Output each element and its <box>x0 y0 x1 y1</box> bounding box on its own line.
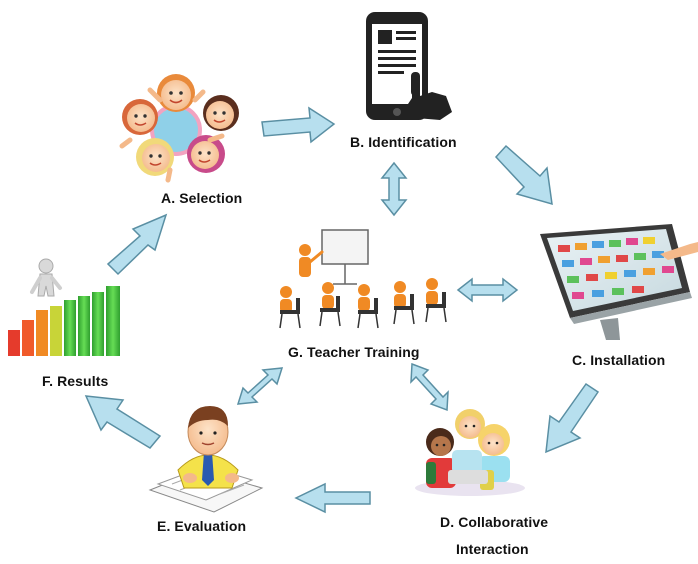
children-group-icon <box>119 74 239 183</box>
arrow-evaluation-to-results <box>84 395 162 449</box>
label-selection: A. Selection <box>161 190 243 206</box>
arrow-selection-to-identification <box>261 106 336 144</box>
label-collaborative-line2: Interaction <box>456 541 529 557</box>
double-arrow-training-installation <box>456 277 519 303</box>
label-results: F. Results <box>42 373 109 389</box>
touchscreen-table-icon <box>540 224 698 340</box>
classroom-presentation-icon <box>279 229 447 329</box>
double-arrow-training-evaluation <box>236 367 284 405</box>
label-collaborative-line1: D. Collaborative <box>440 514 549 530</box>
double-arrow-identification-training <box>380 161 408 217</box>
label-identification: B. Identification <box>350 134 457 150</box>
label-evaluation: E. Evaluation <box>157 518 247 534</box>
label-installation: C. Installation <box>572 352 666 368</box>
label-teacher-training: G. Teacher Training <box>288 344 420 360</box>
growth-bar-chart-icon <box>8 258 120 356</box>
double-arrow-training-collaborative <box>410 362 449 412</box>
arrow-installation-to-collaborative <box>545 382 600 454</box>
teacher-grading-icon <box>148 406 264 513</box>
smartphone-touch-icon <box>366 12 452 120</box>
arrow-results-to-selection <box>106 213 168 276</box>
kids-collaboration-icon <box>415 409 525 496</box>
arrow-identification-to-installation <box>494 144 553 206</box>
arrow-collaborative-to-evaluation <box>294 482 371 514</box>
